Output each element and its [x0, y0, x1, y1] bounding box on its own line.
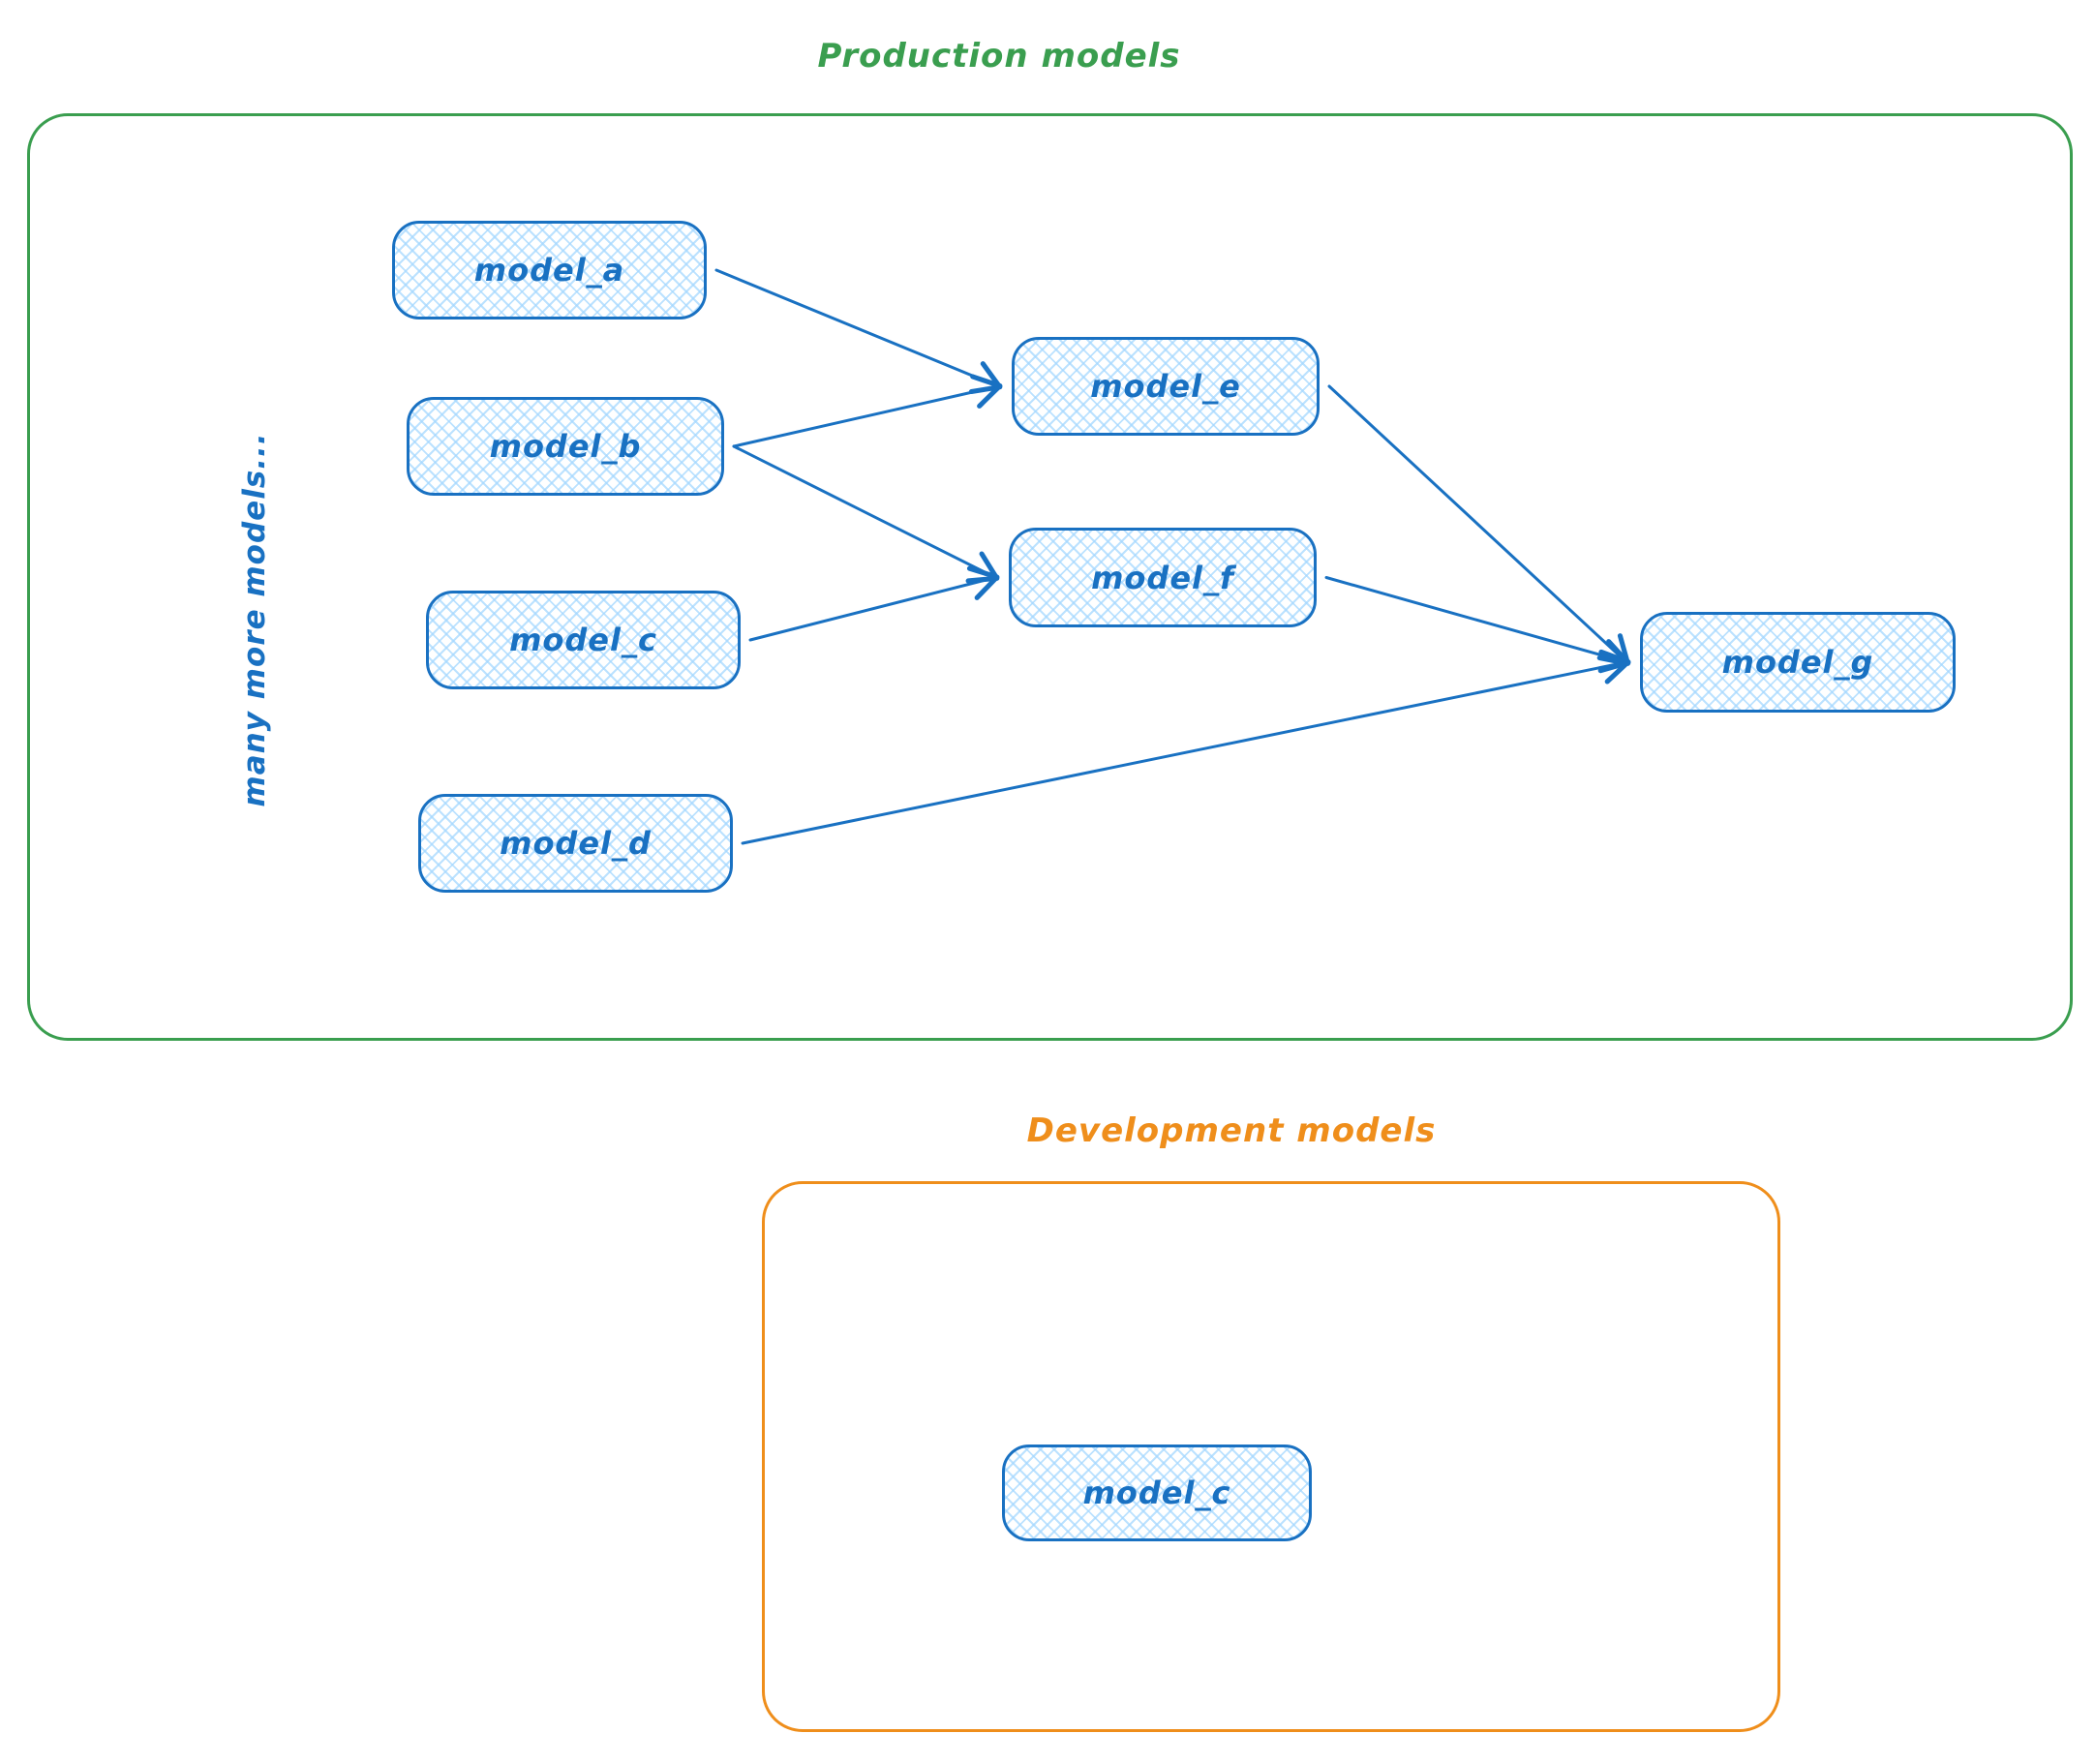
production-group-title: Production models: [817, 37, 1181, 76]
node-model-b: model_b: [407, 397, 724, 496]
development-group-title: Development models: [1026, 1111, 1437, 1150]
development-group-container: [762, 1181, 1780, 1732]
node-model-d: model_d: [418, 794, 733, 893]
node-model-e: model_e: [1012, 337, 1320, 436]
node-model-f-label: model_f: [1091, 559, 1234, 596]
node-model-c-label: model_c: [509, 622, 657, 658]
node-model-g-label: model_g: [1721, 644, 1874, 681]
node-model-g: model_g: [1640, 612, 1956, 713]
node-dev-model-c: model_c: [1002, 1445, 1312, 1541]
many-more-models-note: many more models...: [237, 432, 272, 807]
node-model-d-label: model_d: [500, 825, 652, 862]
node-model-b-label: model_b: [489, 428, 642, 465]
node-model-a-label: model_a: [473, 252, 625, 289]
node-model-c: model_c: [426, 591, 741, 689]
node-model-a: model_a: [392, 221, 707, 319]
node-model-e-label: model_e: [1090, 368, 1241, 405]
node-model-f: model_f: [1009, 528, 1317, 627]
node-dev-model-c-label: model_c: [1082, 1475, 1231, 1511]
production-group-container: [27, 113, 2073, 1041]
